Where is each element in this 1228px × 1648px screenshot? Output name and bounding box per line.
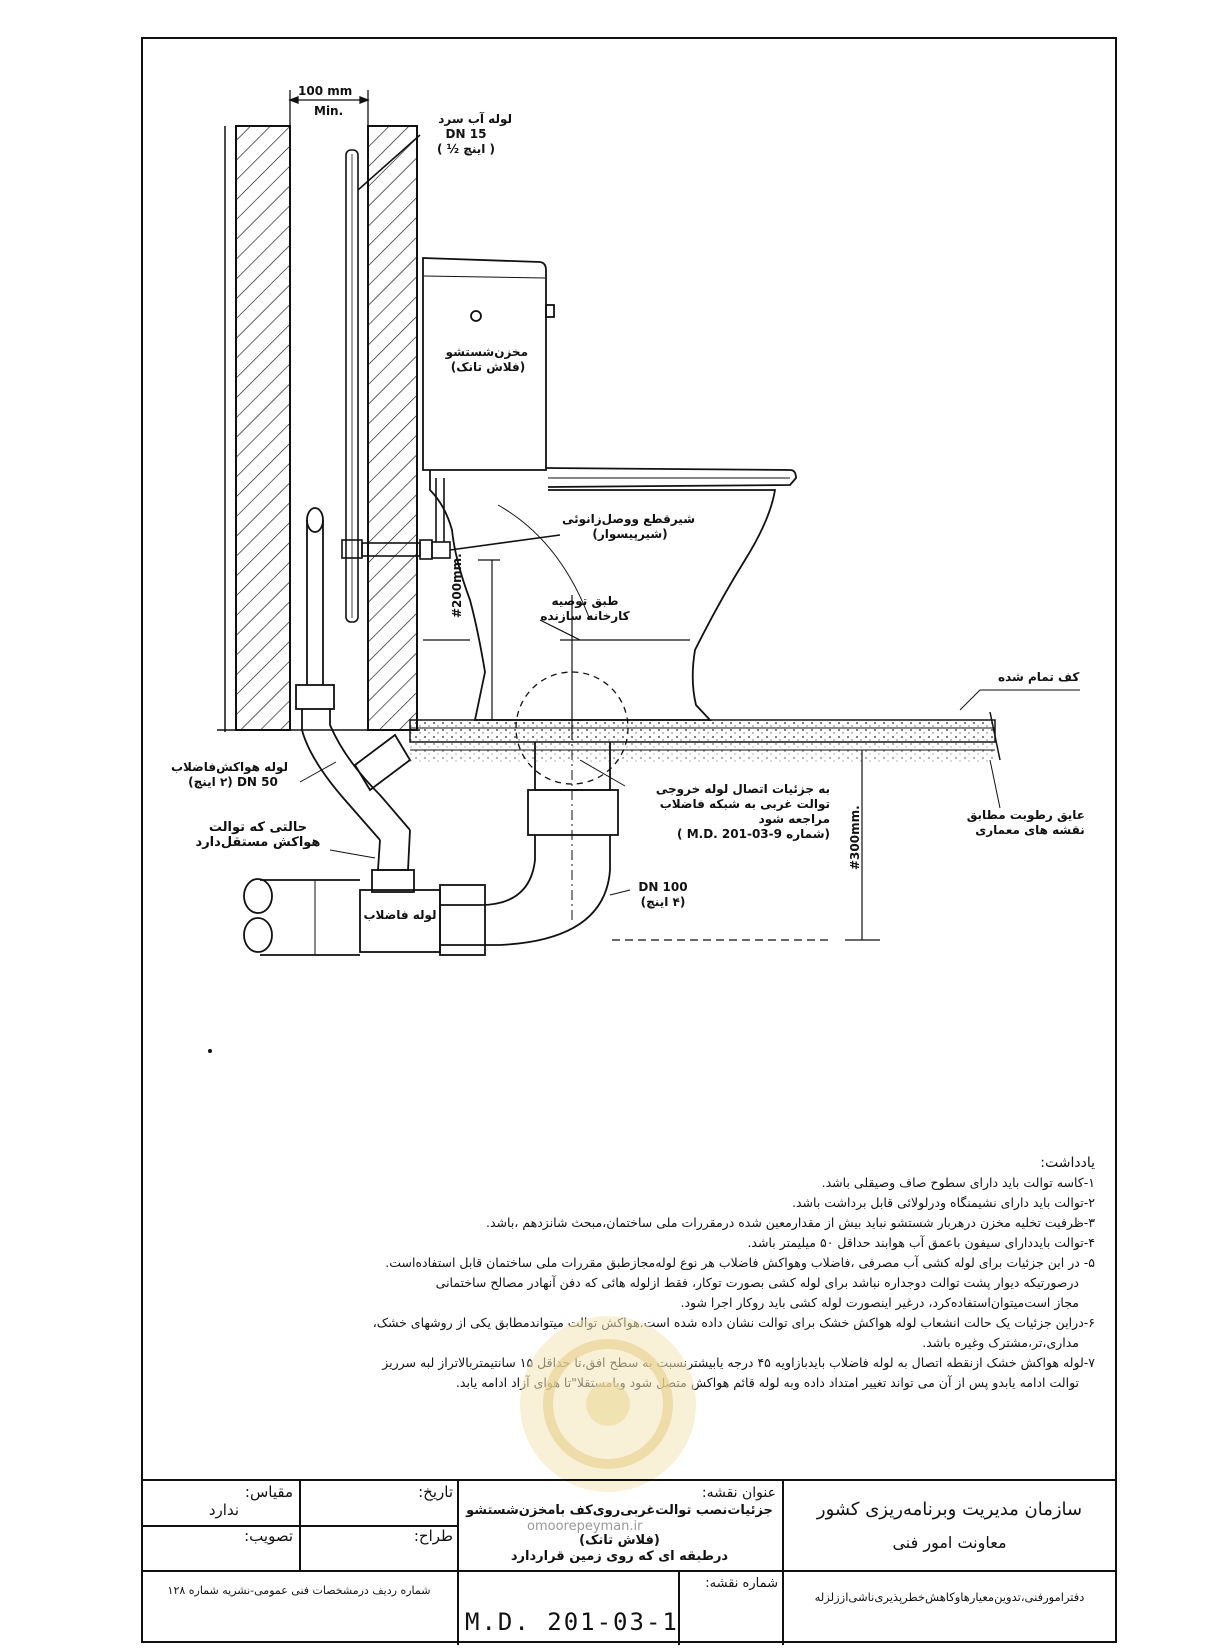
organization-cell: سازمان مدیریت وبرنامه‌ریزی کشور معاونت ا…: [782, 1481, 1117, 1570]
angle-valve: [341, 478, 561, 560]
moisture-insulation-label: عایق رطوبت مطابق نقشه های معماری: [966, 808, 1085, 837]
separate-vent-label: حالتی که توالت هواکش مستقل‌دارد: [195, 820, 321, 850]
designer-cell: طراح:: [299, 1525, 457, 1570]
approval-cell: تصویب:: [141, 1525, 299, 1570]
watermark-url: omoorepeyman.ir: [527, 1519, 643, 1534]
detail-circle: [515, 671, 629, 785]
publication-ref-cell: شماره ردیف درمشخصات فنی عمومی-نشریه شمار…: [141, 1570, 457, 1645]
office-cell: دفترامورفنی،تدوین‌معیارهاوکاهش‌خطرپذیری‌…: [782, 1570, 1117, 1645]
note-line: ۶-دراین جزئیات یک حالت انشعاب لوله هواکش…: [372, 1315, 1095, 1330]
note-line: مجاز است‌میتوان‌استفاده‌کرد، درغیر اینصو…: [680, 1295, 1079, 1310]
wall-left: [235, 125, 291, 731]
date-label: تاریخ:: [418, 1483, 453, 1501]
note-line: ۳-ظرفیت تخلیه مخزن درهربار شستشو نباید ب…: [486, 1215, 1095, 1230]
floor-slab: [409, 689, 1080, 762]
dn100-label: DN 100 (۴ اینچ): [638, 880, 688, 909]
drawing-title-cell: عنوان نقشه: جزئیات‌نصب توالت‌غربی‌روی‌کف…: [457, 1481, 782, 1570]
drawing-number-label: شماره نقشه:: [705, 1576, 778, 1591]
sewer-drain-pipe: [243, 742, 619, 956]
vent-pipe: [295, 507, 415, 893]
title-block: مقیاس: ندارد تاریخ: تصویب: طراح: عنوان ن…: [141, 1479, 1117, 1645]
sewer-pipe-label: لوله فاضلاب: [363, 908, 437, 922]
approval-label: تصویب:: [244, 1527, 293, 1545]
note-line: مداری،تر،مشترک وغیره باشد.: [922, 1335, 1079, 1350]
dim-100mm-label: 100 mm: [298, 84, 353, 98]
outlet-detail-label: به جزئیات اتصال لوله خروجی توالت غربی به…: [655, 782, 830, 841]
leader-lines: [299, 759, 1001, 896]
dimension-100mm: [288, 90, 370, 128]
note-line: ۵- در این جزئیات برای لوله کشی آب مصرفی …: [385, 1255, 1095, 1270]
scale-value: ندارد: [208, 1501, 239, 1519]
note-line: درصورتیکه دیوار پشت توالت دوجداره نباشد …: [435, 1275, 1079, 1290]
drawing-title-line: (فلاش تانک): [579, 1533, 660, 1548]
note-line: ۱-کاسه توالت باید دارای سطوح صاف وصیقلی …: [821, 1175, 1095, 1190]
finished-floor-label: کف تمام شده: [998, 670, 1080, 684]
toilet-bowl: [423, 467, 797, 721]
scale-cell: مقیاس: ندارد: [141, 1481, 299, 1525]
scale-label: مقیاس:: [244, 1483, 293, 1501]
drawing-sheet-border: [141, 37, 1117, 1643]
org-name: سازمان مدیریت وبرنامه‌ریزی کشور: [816, 1499, 1083, 1520]
wall-right: [367, 125, 418, 731]
drawing-title-label: عنوان نقشه:: [701, 1485, 776, 1501]
flush-tank: [422, 257, 555, 471]
vent-pipe-label: لوله هواکش‌فاضلاب DN 50 (۲ اینچ): [170, 760, 288, 789]
cold-water-label: لوله آب سرد DN 15 ( اینچ ½ ): [436, 112, 512, 156]
manufacturer-note-label: طبق توصیه کارخانه سازنده: [540, 594, 630, 623]
angle-valve-label: شیرقطع ووصل‌زانوئی (شیرپیسوار): [561, 512, 695, 541]
date-cell: تاریخ:: [299, 1481, 457, 1525]
height-200-label: #200mm.: [450, 553, 464, 618]
height-300-label: #300mm.: [848, 805, 862, 870]
watermark-seal: [520, 1316, 696, 1492]
note-line: ۲-توالت باید دارای نشیمنگاه ودرلولائی قا…: [792, 1195, 1095, 1210]
flush-tank-label: مخزن‌شستشو (فلاش تانک): [445, 345, 528, 374]
notes-title: یادداشت:: [1040, 1155, 1095, 1171]
drawing-number: M.D. 201-03-1: [465, 1608, 679, 1636]
dim-min-label: Min.: [314, 104, 344, 118]
designer-label: طراح:: [413, 1527, 453, 1545]
note-line: ۴-توالت بایددارای سیفون باعمق آب هوابند …: [747, 1235, 1095, 1250]
dimension-200mm: [478, 559, 581, 740]
drawing-title-line: جزئیات‌نصب توالت‌غربی‌روی‌کف بامخزن‌شستش…: [466, 1503, 773, 1518]
org-deputy: معاونت امور فنی: [892, 1533, 1007, 1552]
drawing-number-cell: M.D. 201-03-1: [457, 1570, 782, 1645]
drawing-title-line: درطبقه ای که روی زمین قراردارد: [510, 1549, 729, 1564]
dimension-300mm: [612, 750, 880, 941]
row-reference: شماره ردیف درمشخصات فنی عمومی-نشریه شمار…: [167, 1584, 431, 1597]
office-name: دفترامورفنی،تدوین‌معیارهاوکاهش‌خطرپذیری‌…: [814, 1590, 1085, 1604]
drawing-number-label-cell: شماره نقشه:: [678, 1570, 782, 1645]
